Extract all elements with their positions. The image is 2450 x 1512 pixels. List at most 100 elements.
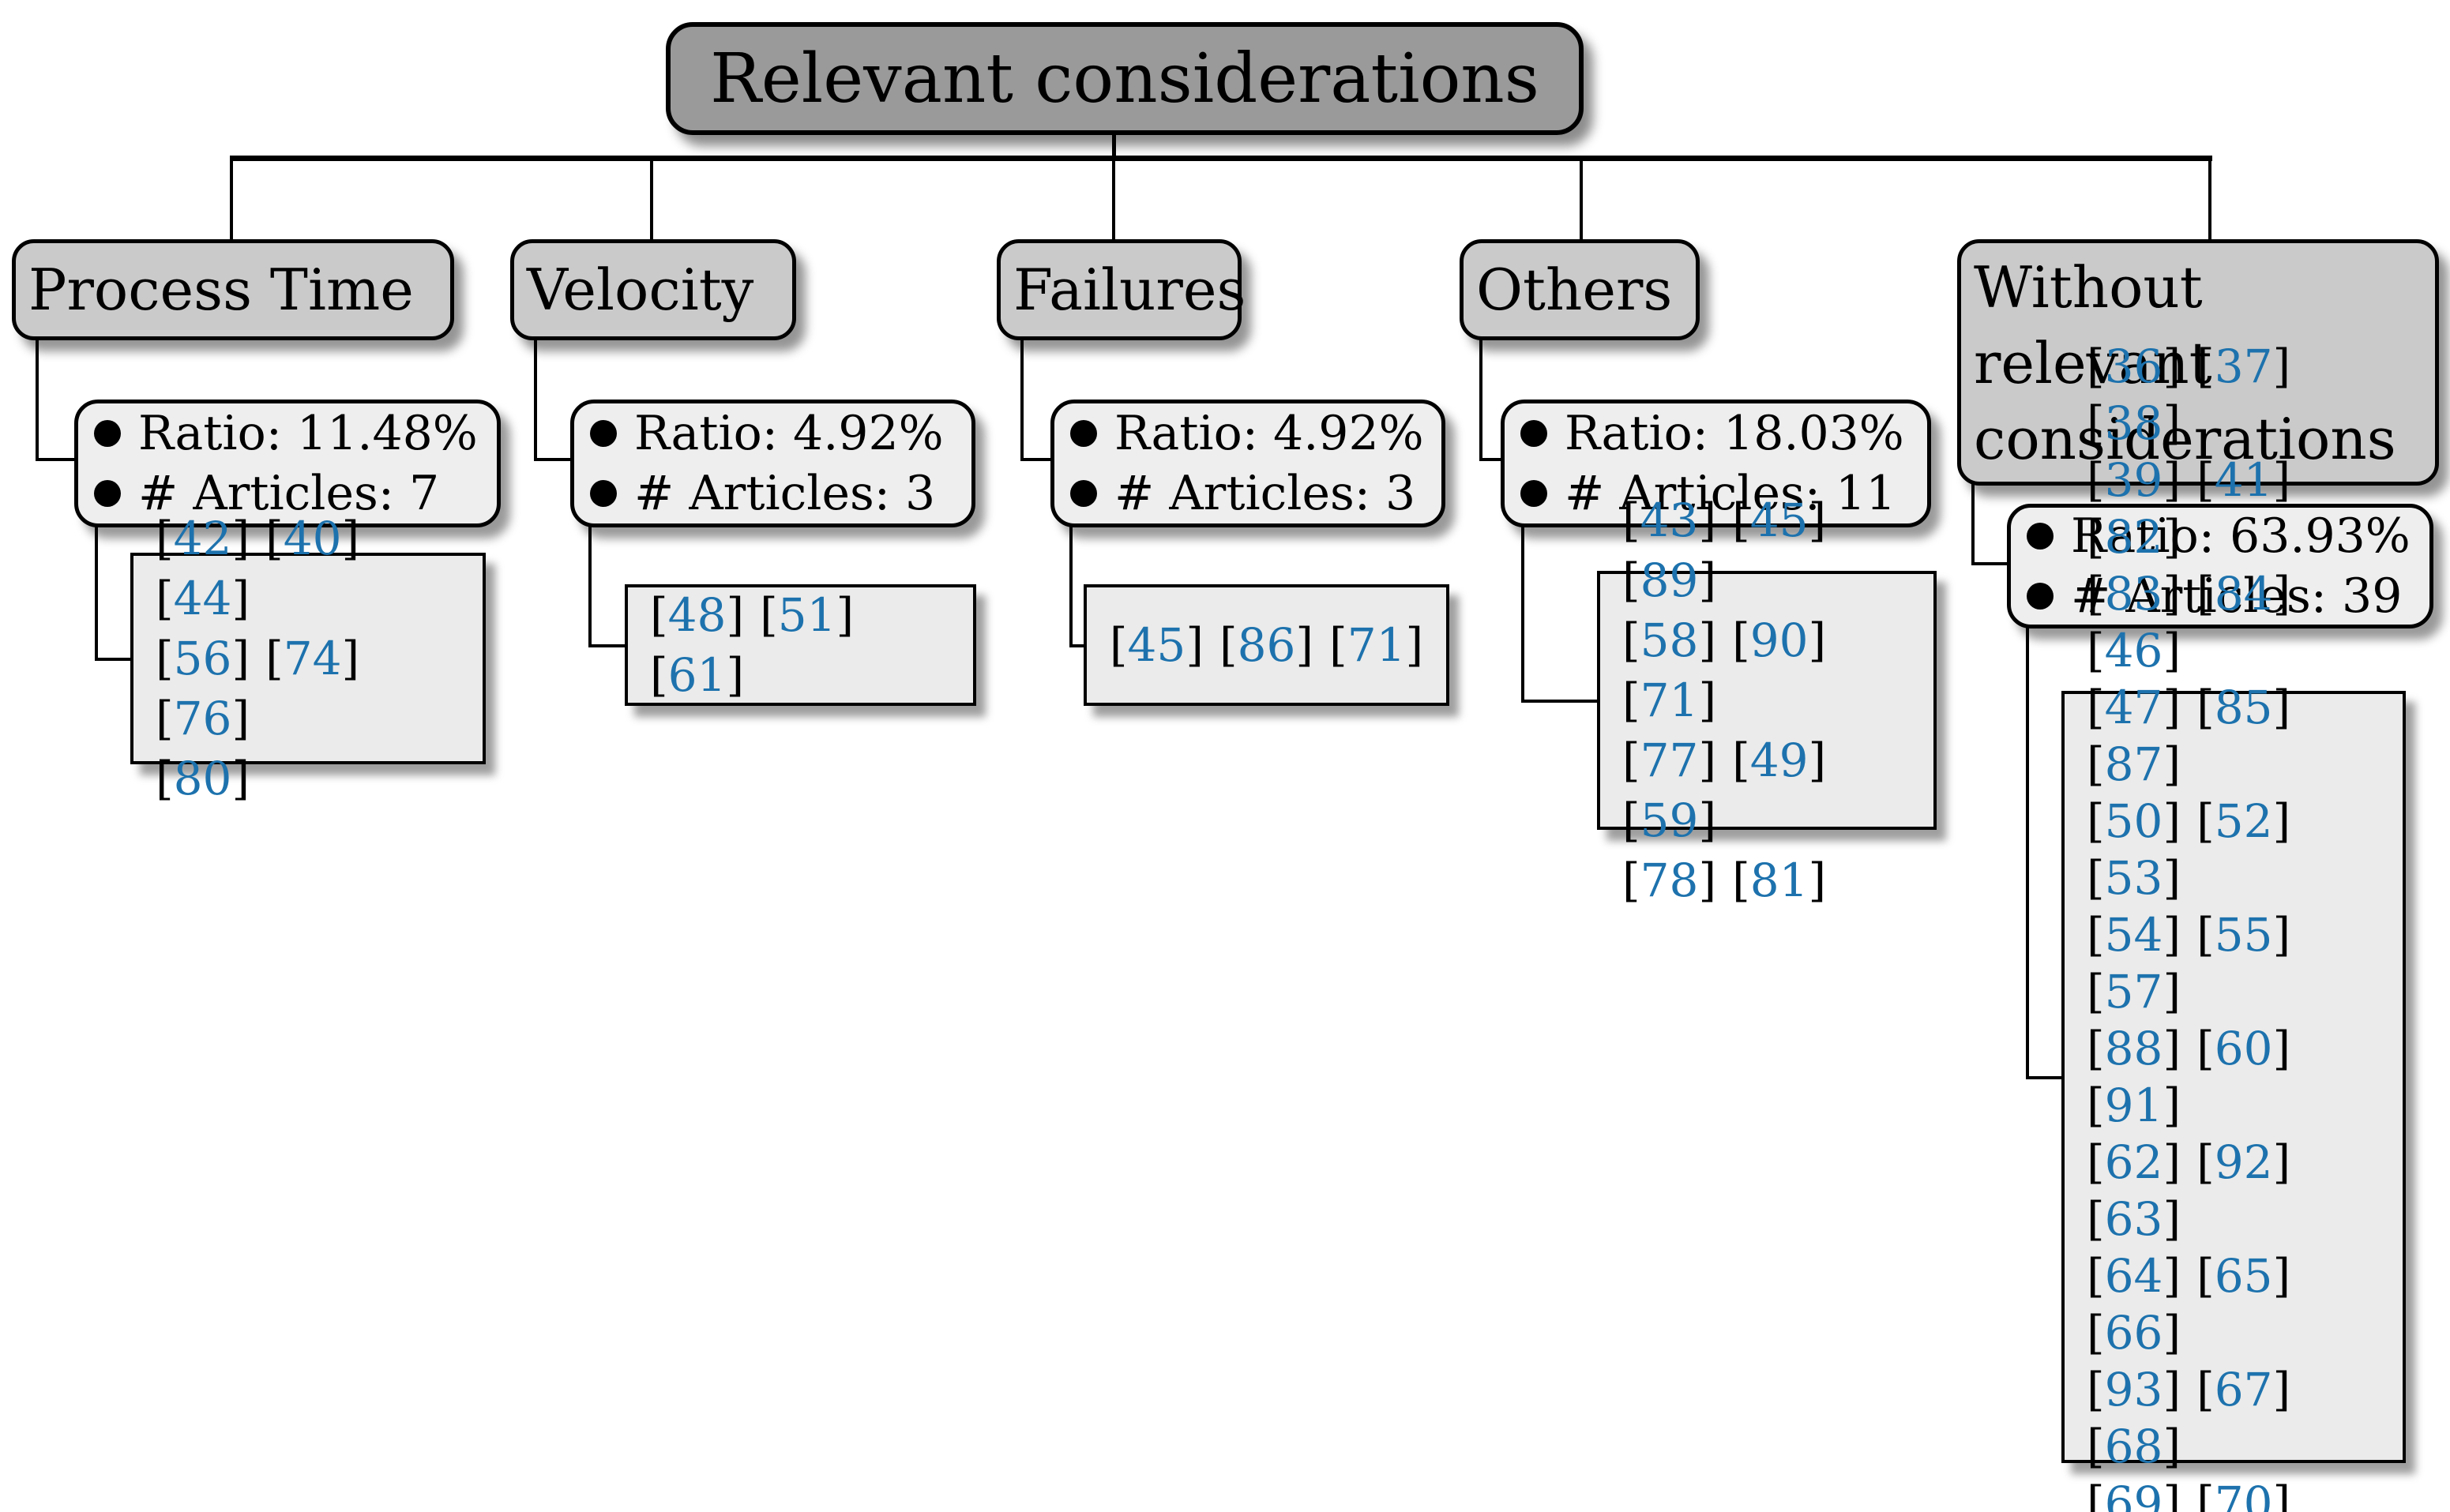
category-label: Process Time xyxy=(28,257,414,323)
info-box-without-relevant-considerations: Ratio: 63.93% # Articles: 39 xyxy=(2007,504,2433,628)
connector-drop-process-time xyxy=(230,156,233,242)
citation-ref[interactable]: [41] xyxy=(2196,453,2291,507)
citation-ref[interactable]: [53] xyxy=(2087,851,2181,905)
citation-ref[interactable]: [74] xyxy=(265,632,360,685)
citation-row: [93] [67] [68] xyxy=(2087,1361,2380,1475)
citation-ref[interactable]: [80] xyxy=(156,752,250,805)
citation-ref[interactable]: [68] xyxy=(2087,1420,2181,1473)
citation-ref[interactable]: [90] xyxy=(1732,613,1827,667)
citation-ref[interactable]: [55] xyxy=(2196,908,2291,962)
citations-box-failures: [45] [86] [71] xyxy=(1084,584,1449,706)
info-box-others: Ratio: 18.03% # Articles: 11 xyxy=(1501,400,1931,527)
citations-box-velocity: [48] [51] [61] xyxy=(625,584,976,706)
elbow-horz xyxy=(534,458,570,461)
citation-ref[interactable]: [44] xyxy=(156,572,250,625)
citation-ref[interactable]: [91] xyxy=(2087,1079,2181,1132)
elbow-horz xyxy=(2026,1076,2061,1079)
elbow-vert xyxy=(1069,525,1073,647)
ratio-row: Ratio: 18.03% xyxy=(1520,406,1911,461)
citation-ref[interactable]: [64] xyxy=(2087,1249,2181,1303)
citation-ref[interactable]: [57] xyxy=(2087,965,2181,1019)
citation-row: [36] [37] [38] xyxy=(2087,338,2380,452)
citation-ref[interactable]: [45] xyxy=(1109,618,1204,672)
category-box-velocity: Velocity xyxy=(510,239,796,340)
citation-ref[interactable]: [54] xyxy=(2087,908,2181,962)
info-box-failures: Ratio: 4.92% # Articles: 3 xyxy=(1050,400,1445,527)
ratio-label: Ratio: 4.92% xyxy=(634,406,944,461)
citation-ref[interactable]: [84] xyxy=(2196,567,2291,621)
ratio-row: Ratio: 4.92% xyxy=(1070,406,1426,461)
citation-ref[interactable]: [50] xyxy=(2087,794,2181,848)
bullet-icon xyxy=(1070,420,1097,447)
citation-ref[interactable]: [86] xyxy=(1219,618,1314,672)
citation-ref[interactable]: [56] xyxy=(156,632,250,685)
citation-ref[interactable]: [37] xyxy=(2196,340,2291,393)
citation-ref[interactable]: [81] xyxy=(1732,854,1827,907)
citation-ref[interactable]: [92] xyxy=(2196,1135,2291,1189)
bullet-icon xyxy=(1070,480,1097,507)
citation-ref[interactable]: [48] xyxy=(650,588,745,642)
elbow-horz xyxy=(1479,458,1501,461)
citation-ref[interactable]: [51] xyxy=(760,588,855,642)
citation-ref[interactable]: [59] xyxy=(1622,794,1717,847)
category-label: Without relevant considerations xyxy=(1974,254,2396,472)
citation-ref[interactable]: [65] xyxy=(2196,1249,2291,1303)
citation-ref[interactable]: [88] xyxy=(2087,1022,2181,1075)
citation-ref[interactable]: [71] xyxy=(1329,618,1424,672)
citation-ref[interactable]: [82] xyxy=(2087,510,2181,564)
citation-ref[interactable]: [76] xyxy=(156,692,250,745)
citation-ref[interactable]: [36] xyxy=(2087,340,2181,393)
citation-ref[interactable]: [93] xyxy=(2087,1363,2181,1416)
citation-ref[interactable]: [61] xyxy=(650,648,745,702)
root-node: Relevant considerations xyxy=(666,22,1584,135)
citation-ref[interactable]: [43] xyxy=(1622,493,1717,547)
citation-ref[interactable]: [62] xyxy=(2087,1135,2181,1189)
citation-ref[interactable]: [66] xyxy=(2087,1306,2181,1360)
category-label: Velocity xyxy=(527,257,754,323)
citation-ref[interactable]: [39] xyxy=(2087,453,2181,507)
citation-ref[interactable]: [47] xyxy=(2087,681,2181,734)
elbow-horz xyxy=(1020,458,1050,461)
ratio-row: Ratio: 63.93% xyxy=(2027,508,2414,564)
bullet-icon xyxy=(1520,420,1547,447)
elbow-vert xyxy=(2026,626,2029,1079)
citation-ref[interactable]: [71] xyxy=(1622,673,1717,727)
citation-ref[interactable]: [85] xyxy=(2196,681,2291,734)
citation-ref[interactable]: [77] xyxy=(1622,733,1717,787)
bullet-icon xyxy=(2027,583,2054,610)
bullet-icon xyxy=(590,420,617,447)
articles-label: # Articles: 3 xyxy=(1114,466,1416,521)
citation-row: [47] [85] [87] xyxy=(2087,679,2380,793)
citation-ref[interactable]: [42] xyxy=(156,512,250,565)
category-box-without-relevant-considerations: Without relevant considerations xyxy=(1957,239,2439,486)
articles-row: # Articles: 3 xyxy=(590,466,956,521)
citation-ref[interactable]: [40] xyxy=(265,512,360,565)
elbow-vert xyxy=(534,338,537,461)
citation-ref[interactable]: [46] xyxy=(2087,624,2181,677)
citation-ref[interactable]: [60] xyxy=(2196,1022,2291,1075)
citation-ref[interactable]: [78] xyxy=(1622,854,1717,907)
category-label: Others xyxy=(1476,257,1673,323)
category-box-others: Others xyxy=(1460,239,1700,340)
citation-row: [50] [52] [53] xyxy=(2087,793,2380,906)
citation-ref[interactable]: [58] xyxy=(1622,613,1717,667)
citation-ref[interactable]: [67] xyxy=(2196,1363,2291,1416)
bullet-icon xyxy=(94,420,121,447)
citation-ref[interactable]: [63] xyxy=(2087,1192,2181,1246)
citation-ref[interactable]: [89] xyxy=(1622,553,1717,607)
citation-ref[interactable]: [45] xyxy=(1732,493,1827,547)
citation-row: [39] [41] [82] xyxy=(2087,452,2380,565)
citation-ref[interactable]: [38] xyxy=(2087,396,2181,450)
citation-ref[interactable]: [52] xyxy=(2196,794,2291,848)
bullet-icon xyxy=(590,480,617,507)
category-label: Failures xyxy=(1013,257,1246,323)
articles-row: # Articles: 3 xyxy=(1070,466,1426,521)
citation-ref[interactable]: [87] xyxy=(2087,737,2181,791)
elbow-vert xyxy=(1479,338,1482,461)
citation-ref[interactable]: [49] xyxy=(1732,733,1827,787)
citation-ref[interactable]: [83] xyxy=(2087,567,2181,621)
citation-ref[interactable]: [70] xyxy=(2196,1476,2291,1512)
citation-ref[interactable]: [69] xyxy=(2087,1476,2181,1512)
articles-label: # Articles: 11 xyxy=(1565,466,1896,521)
elbow-vert xyxy=(36,338,39,461)
